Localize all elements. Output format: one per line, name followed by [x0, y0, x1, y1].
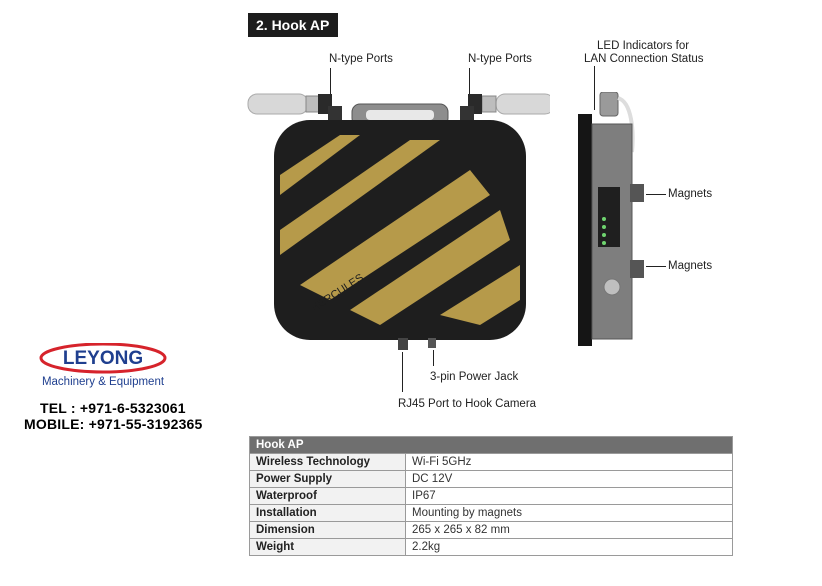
callout-led-line2: LAN Connection Status: [584, 53, 704, 65]
leader-magnets-top: [646, 194, 666, 195]
spec-value: 2.2kg: [405, 538, 733, 556]
antenna-left: [247, 93, 342, 124]
leader-magnets-bottom: [646, 266, 666, 267]
callout-rj45: RJ45 Port to Hook Camera: [398, 398, 537, 410]
spec-value: 265 x 265 x 82 mm: [405, 521, 733, 539]
spec-table-header: Hook AP: [249, 436, 733, 454]
logo-subtitle: Machinery & Equipment: [42, 376, 165, 388]
leader-ntype-left: [330, 68, 331, 94]
logo-name: LEYONG: [63, 348, 143, 369]
hook-ap-side-view: [578, 92, 644, 346]
section-title: 2. Hook AP: [248, 13, 339, 37]
hook-ap-front-view: HERCULES: [247, 93, 550, 350]
table-row: Wireless Technology Wi-Fi 5GHz: [249, 453, 733, 471]
spec-value: Wi-Fi 5GHz: [405, 453, 733, 471]
table-row: Waterproof IP67: [249, 487, 733, 505]
table-row: Power Supply DC 12V: [249, 470, 733, 488]
spec-label: Waterproof: [249, 487, 406, 505]
spec-table-header-row: Hook AP: [249, 436, 733, 454]
table-row: Installation Mounting by magnets: [249, 504, 733, 522]
spec-value: IP67: [405, 487, 733, 505]
callout-magnets-top: Magnets: [668, 188, 713, 200]
antenna-right: [460, 93, 550, 124]
contact-tel: TEL : +971-6-5323061: [40, 400, 186, 416]
leader-led: [594, 66, 595, 110]
leader-power-jack: [433, 350, 434, 366]
spec-label: Wireless Technology: [249, 453, 406, 471]
contact-mobile: MOBILE: +971-55-3192365: [24, 416, 203, 432]
spec-table: Hook AP Wireless Technology Wi-Fi 5GHz P…: [249, 436, 733, 556]
callout-ntype-right: N-type Ports: [468, 53, 532, 65]
company-logo: LEYONG Machinery & Equipment: [39, 343, 167, 388]
callout-ntype-left: N-type Ports: [329, 53, 393, 65]
table-row: Weight 2.2kg: [249, 538, 733, 556]
spec-label: Weight: [249, 538, 406, 556]
spec-value: DC 12V: [405, 470, 733, 488]
spec-value: Mounting by magnets: [405, 504, 733, 522]
leader-ntype-right: [469, 68, 470, 94]
spec-label: Installation: [249, 504, 406, 522]
table-row: Dimension 265 x 265 x 82 mm: [249, 521, 733, 539]
spec-label: Dimension: [249, 521, 406, 539]
callout-magnets-bottom: Magnets: [668, 260, 713, 272]
spec-label: Power Supply: [249, 470, 406, 488]
callout-power-jack: 3-pin Power Jack: [430, 371, 519, 383]
leader-rj45: [402, 352, 403, 392]
callout-led-line1: LED Indicators for: [597, 40, 690, 52]
